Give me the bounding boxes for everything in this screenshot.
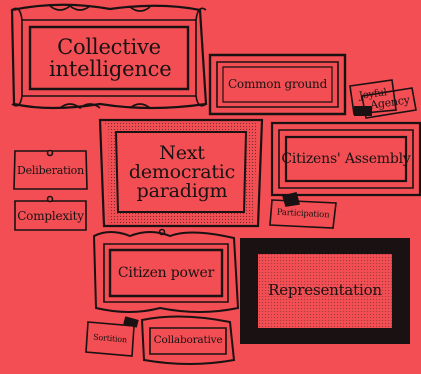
citizen-power-label: Citizen power <box>117 264 215 281</box>
collaborative-frame: Collaborative <box>150 328 226 354</box>
common-ground-frame: Common ground <box>223 67 332 102</box>
next-democratic-paradigm-frame: Next democratic paradigm <box>118 134 246 210</box>
agency-label: Agency <box>369 93 411 112</box>
citizen-power-frame: Citizen power <box>110 250 222 296</box>
sortition-label: Sortition <box>92 332 128 345</box>
deliberation-card: Deliberation <box>14 155 87 187</box>
participation-tag: Participation <box>271 201 334 226</box>
representation-label: Representation <box>268 281 382 300</box>
citizens-assembly-label: Citizens' Assembly <box>281 150 411 167</box>
representation-stipple <box>246 244 404 338</box>
collective-intelligence-label: Collective intelligence <box>49 34 172 81</box>
complexity-label: Complexity <box>17 208 84 223</box>
next-democratic-paradigm-label: Next democratic paradigm <box>128 141 236 202</box>
complexity-card: Complexity <box>15 202 86 230</box>
collaborative-label: Collaborative <box>153 334 223 347</box>
participation-label: Participation <box>276 207 330 220</box>
citizens-assembly-frame: Citizens' Assembly <box>281 137 410 181</box>
collective-intelligence-frame: Collective intelligence <box>30 27 188 89</box>
sortition-card: Sortition <box>87 324 133 354</box>
deliberation-label: Deliberation <box>17 164 84 178</box>
representation-frame: Representation <box>258 254 392 328</box>
common-ground-label: Common ground <box>227 77 328 92</box>
